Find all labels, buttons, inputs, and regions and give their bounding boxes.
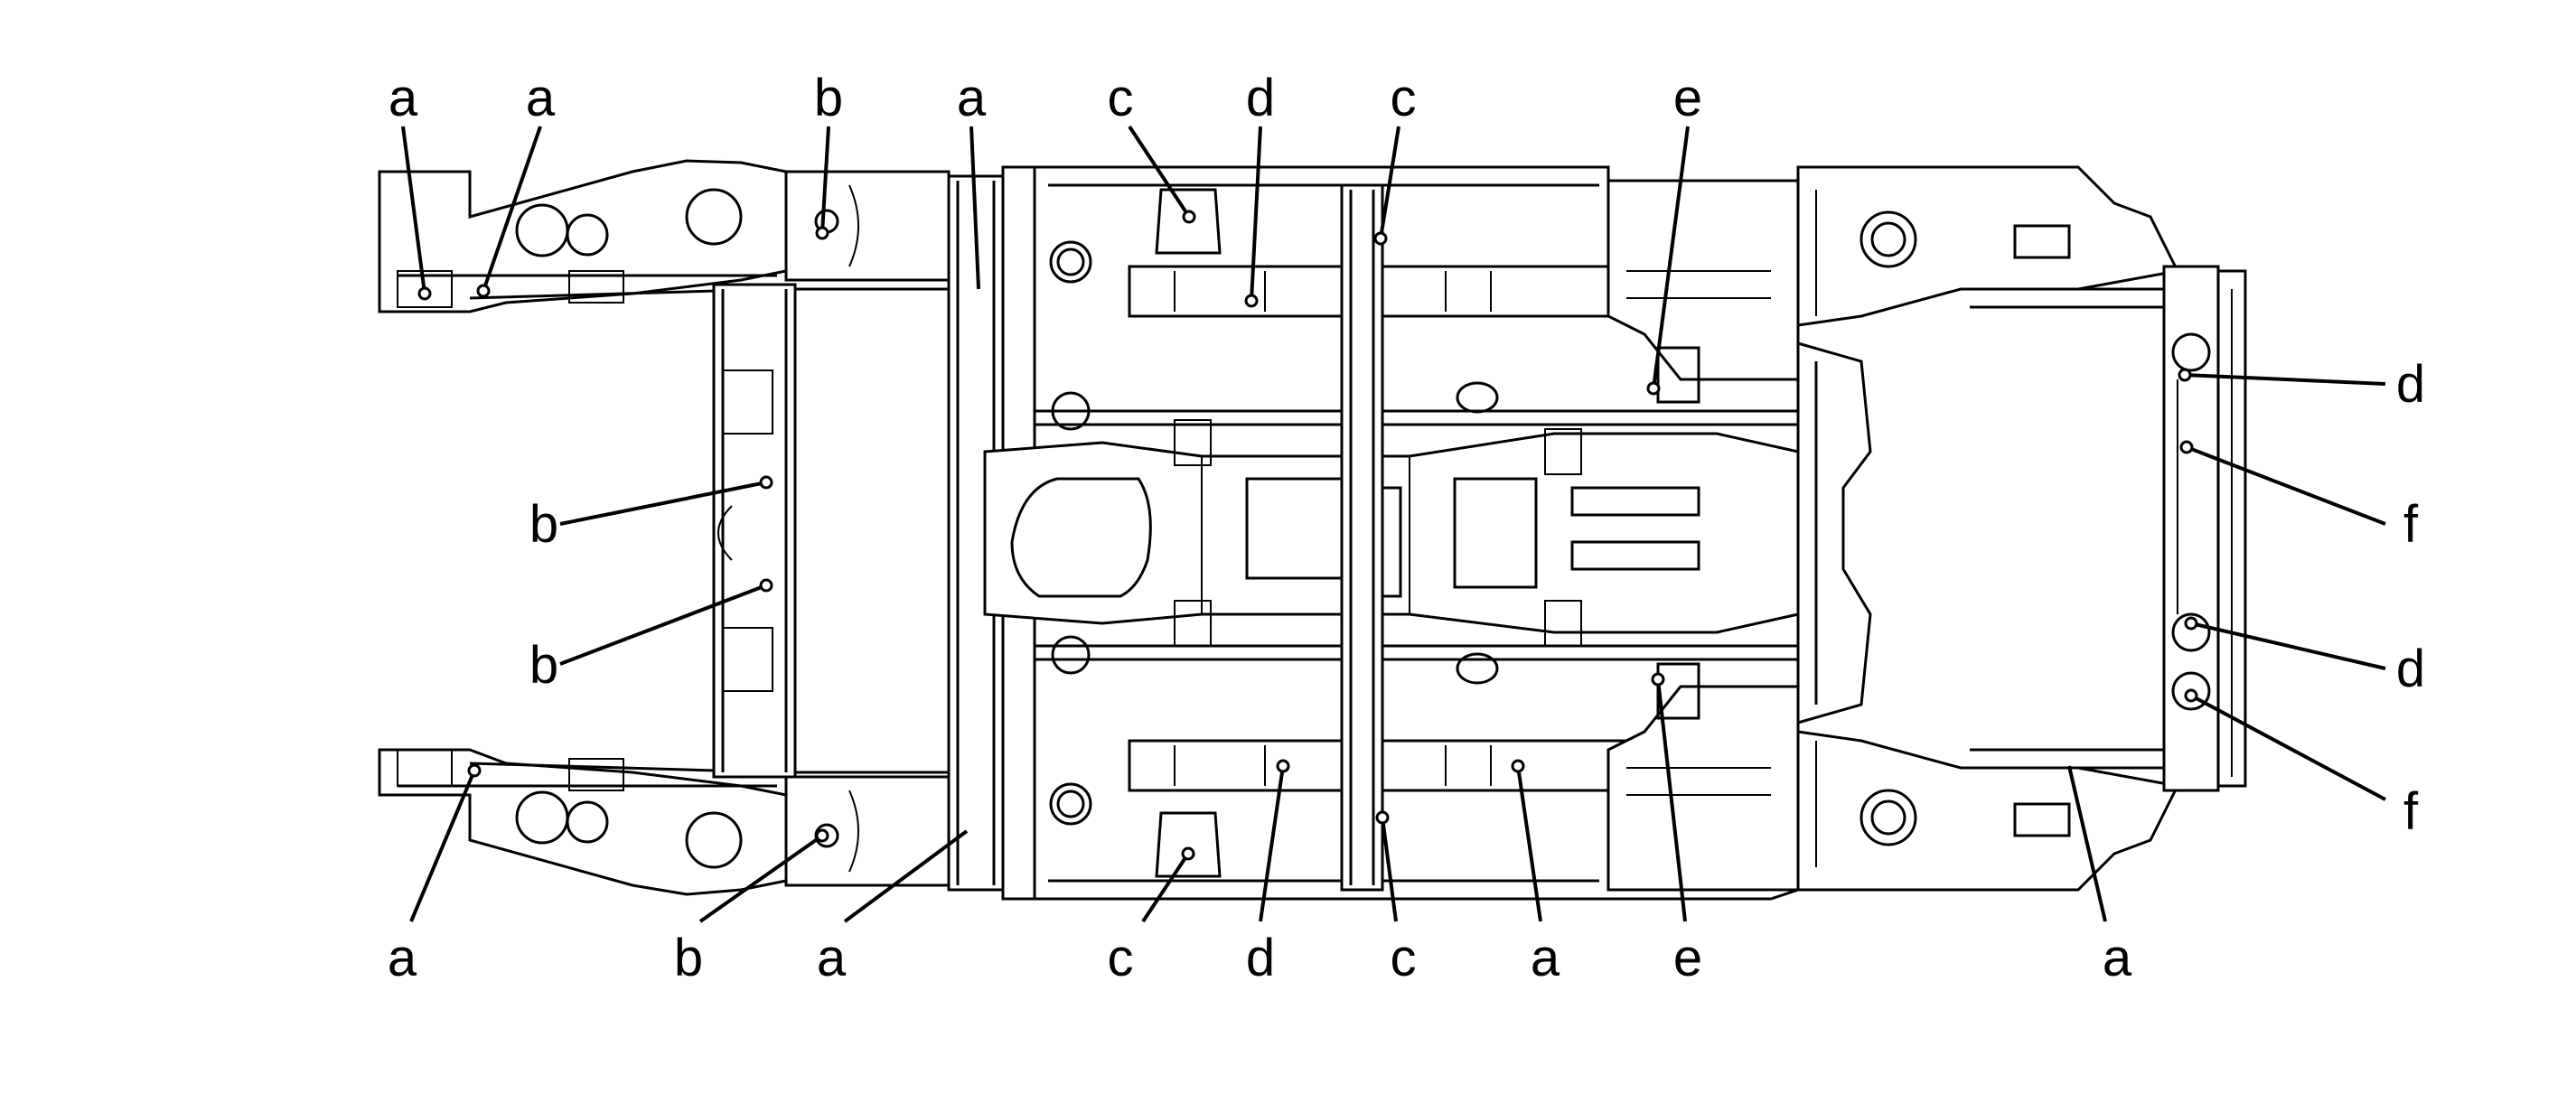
front-upper-rail <box>1796 165 2180 327</box>
center-body-plate <box>983 165 1800 901</box>
callout-label-b: b <box>674 929 703 987</box>
callout-label-a: a <box>2103 929 2132 987</box>
callout-label-b: b <box>529 495 558 554</box>
rear-left-rail-top <box>378 159 788 313</box>
callout-label-b: b <box>529 636 558 695</box>
callout-label-a: a <box>389 69 418 127</box>
mid-uprights <box>947 165 1036 901</box>
callout-label-c: c <box>1108 69 1134 127</box>
rear-left-rail-bottom <box>378 748 788 896</box>
front-radiator-support <box>2162 265 2247 792</box>
callout-label-d: d <box>1246 69 1275 127</box>
callout-points <box>417 210 2198 861</box>
rear-brackets <box>784 170 951 887</box>
callout-label-d: d <box>2396 355 2425 414</box>
front-transition <box>1606 179 1800 892</box>
callout-label-a: a <box>817 929 847 987</box>
callout-label-c: c <box>1391 929 1417 987</box>
callout-label-e: e <box>1673 929 1702 987</box>
callout-label-a: a <box>1531 929 1560 987</box>
callout-label-c: c <box>1108 929 1134 987</box>
callout-label-b: b <box>814 69 843 127</box>
body-mount-brackets <box>1155 183 1384 892</box>
callout-label-a: a <box>957 69 987 127</box>
callout-label-a: a <box>388 929 417 987</box>
leader-lines <box>401 125 2386 923</box>
rear-cross-frame <box>712 283 951 779</box>
frame-drawing <box>378 159 2247 901</box>
callout-label-d: d <box>1246 929 1275 987</box>
callout-labels: a a b a c d c e a b a c d c a e a b b d … <box>388 69 2425 987</box>
engine-cradle <box>1796 341 1872 724</box>
callout-label-f: f <box>2403 495 2419 554</box>
callout-label-a: a <box>526 69 556 127</box>
callout-label-e: e <box>1673 69 1702 127</box>
callout-label-f: f <box>2403 782 2419 841</box>
front-lower-rail <box>1796 730 2180 892</box>
callout-label-d: d <box>2396 640 2425 698</box>
callout-label-c: c <box>1391 69 1417 127</box>
